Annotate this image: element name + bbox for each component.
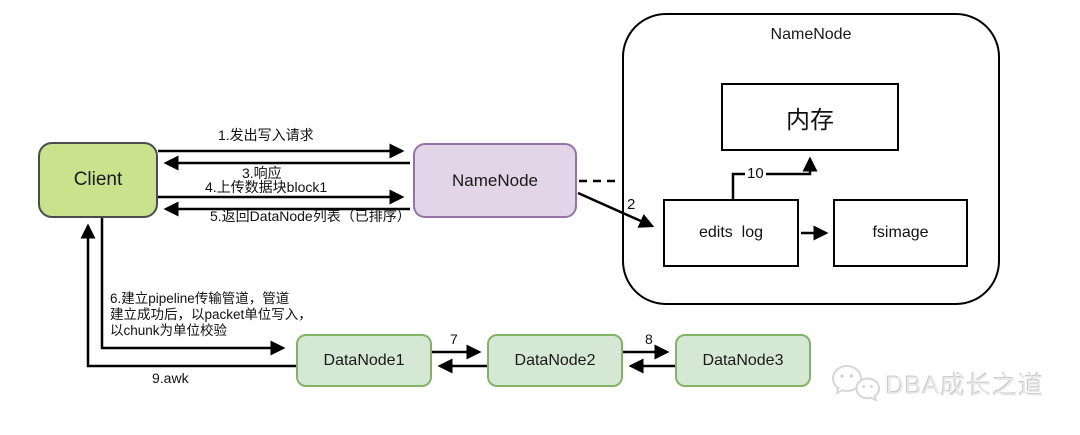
memory-box: 内存: [721, 83, 899, 151]
edge-label-step6: 6.建立pipeline传输管道，管道 建立成功后，以packet单位写入， 以…: [110, 291, 312, 338]
memory-label: 内存: [786, 106, 834, 134]
datanode1-label: DataNode1: [323, 351, 405, 369]
namenode-node: NameNode: [413, 143, 577, 218]
datanode1-node: DataNode1: [296, 334, 432, 387]
edge-label-step10: 10: [745, 165, 766, 183]
namenode-container: [622, 13, 1000, 305]
datanode3-label: DataNode3: [702, 351, 784, 369]
edge-label-step1: 1.发出写入请求: [218, 127, 314, 143]
datanode2-label: DataNode2: [514, 351, 596, 369]
namenode-container-title: NameNode: [770, 26, 852, 43]
watermark-text: DBA成长之道: [886, 372, 1045, 400]
edge-label-step9: 9.awk: [152, 370, 189, 386]
edge-label-step3: 3.响应: [242, 165, 282, 181]
namenode-label: NameNode: [452, 170, 538, 190]
edge-label-step4: 4.上传数据块block1: [205, 179, 328, 195]
fsimage-label: fsimage: [872, 224, 929, 241]
wechat-icon: [831, 364, 881, 402]
edge-label-step2: 2: [627, 196, 636, 213]
edge-label-step7: 7: [450, 331, 458, 347]
edits-log-label: edits log: [698, 224, 764, 241]
edits-log-box: edits log: [663, 199, 799, 267]
client-label: Client: [73, 169, 123, 190]
datanode2-node: DataNode2: [487, 334, 623, 387]
edge-label-step5: 5.返回DataNode列表（已排序）: [210, 208, 411, 224]
fsimage-box: fsimage: [833, 199, 968, 267]
client-node: Client: [38, 142, 158, 218]
edge-label-step8: 8: [645, 331, 653, 347]
watermark: DBA成长之道: [831, 363, 1044, 405]
datanode3-node: DataNode3: [675, 334, 811, 387]
